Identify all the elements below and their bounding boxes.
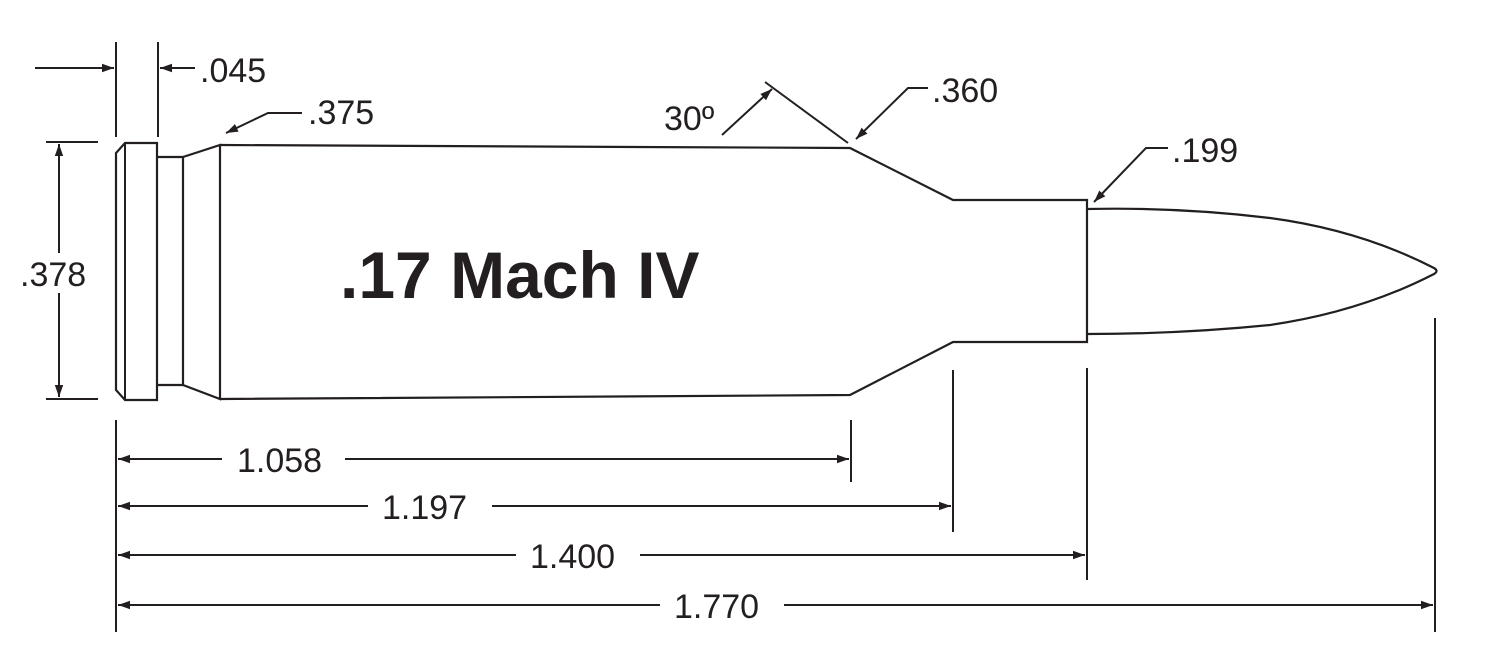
rim-diameter-label: .378 <box>20 256 86 294</box>
angle-reference-line <box>764 81 849 144</box>
length-to-shoulder-dimension: 1.058 <box>118 442 849 480</box>
angle-arrow <box>721 88 773 136</box>
base-diameter-callout: .375 <box>225 94 374 134</box>
shoulder-diameter-label: .360 <box>932 72 998 110</box>
length-to-shoulder-label: 1.058 <box>237 442 322 480</box>
leader-arrow <box>855 87 928 140</box>
neck-diameter-label: .199 <box>1172 132 1238 170</box>
length-to-neck-dimension: 1.197 <box>118 489 951 527</box>
leader-arrow <box>225 112 302 134</box>
case-length-dimension: 1.400 <box>118 538 1085 576</box>
case-body <box>219 143 1089 401</box>
case-length-label: 1.400 <box>530 538 615 576</box>
neck-diameter-callout: .199 <box>1093 132 1238 203</box>
rim-thickness-dimension: .045 <box>35 42 266 137</box>
rim <box>114 141 159 402</box>
length-to-neck-label: 1.197 <box>382 489 467 527</box>
rim-thickness-label: .045 <box>200 52 266 90</box>
shoulder-angle-label: 30º <box>664 100 714 138</box>
overall-length-label: 1.770 <box>674 588 759 626</box>
base-diameter-label: .375 <box>308 94 374 132</box>
length-extension-lines <box>115 318 1436 632</box>
leader-arrow <box>1093 147 1168 203</box>
rim-diameter-dimension: .378 <box>20 141 98 400</box>
overall-length-dimension: 1.770 <box>118 588 1433 626</box>
case-head-taper <box>182 143 222 401</box>
cartridge-name: .17 Mach IV <box>340 238 700 312</box>
cartridge-outline <box>114 141 1438 402</box>
bullet <box>1086 207 1438 336</box>
shoulder-diameter-callout: .360 <box>855 72 998 140</box>
extractor-groove <box>157 155 185 387</box>
shoulder-angle-callout: 30º <box>664 81 849 144</box>
